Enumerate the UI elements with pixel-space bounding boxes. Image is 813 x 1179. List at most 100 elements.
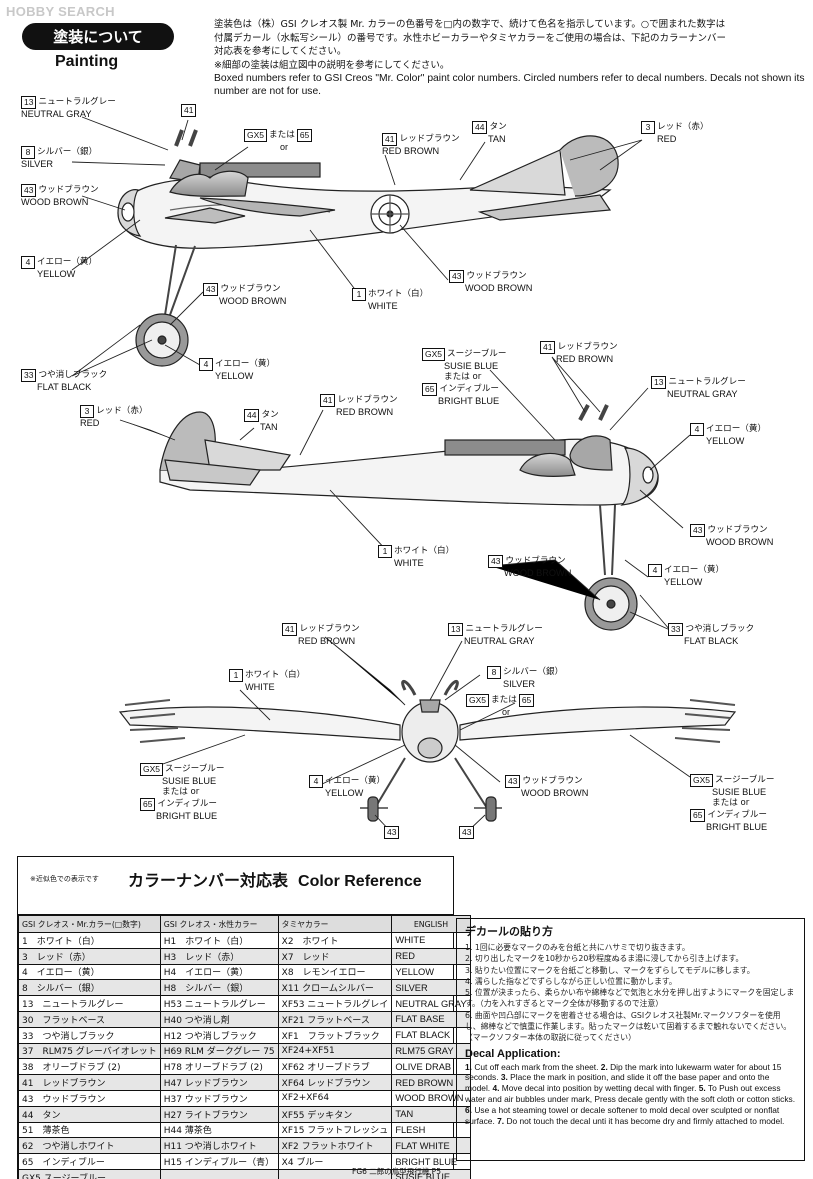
callout-en: WOOD BROWN <box>504 568 572 578</box>
callout-or: または or <box>444 372 482 382</box>
callout-jp: シルバー（銀） <box>503 667 564 677</box>
decal-step-text: To Push out excess water and air bubbles… <box>465 1083 796 1105</box>
callout-jp: つや消しブラック <box>38 370 108 380</box>
leader-lines <box>71 116 691 834</box>
paint-number: 13 <box>21 96 37 109</box>
cell-aqueous: H78 オリーブドラブ (2) <box>159 1058 279 1076</box>
cell-english: SUSIE BLUE <box>391 1168 471 1179</box>
section-title-en: Painting <box>55 53 119 70</box>
table-row: 38 オリーブドラブ (2)H78 オリーブドラブ (2)XF62 オリーブドラ… <box>18 1058 471 1076</box>
callout-jp: ウッドブラウン <box>505 556 566 566</box>
approx-color-note: ※近似色での表示です <box>30 875 99 883</box>
color-table-title-en: Color Reference <box>298 873 422 890</box>
cell-aqueous: H15 インディブルー（青） <box>159 1153 279 1170</box>
callout-43-left-wheel: 43 <box>384 826 400 839</box>
cell-mr-color: 51 薄茶色 <box>18 1121 161 1139</box>
paint-number: 43 <box>449 270 465 283</box>
cell-tamiya: XF2+XF64 <box>277 1089 393 1107</box>
cell-english: RED <box>391 947 471 965</box>
paint-number: 43 <box>505 775 521 788</box>
cell-aqueous: H11 つや消しホワイト <box>159 1137 279 1155</box>
callout-jp: レッド（赤） <box>96 406 148 416</box>
cell-aqueous: H27 ライトブラウン <box>159 1105 279 1123</box>
callout-en: RED BROWN <box>556 354 614 364</box>
painting-intro: 塗装色は（株）GSI クレオス製 Mr. カラーの色番号を□内の数字で、続けて色… <box>214 18 806 98</box>
decal-step-text: Dip the mark into lukewarm water for abo… <box>465 1061 782 1083</box>
paint-number: 1 <box>378 545 392 558</box>
paint-number: 1 <box>229 669 243 682</box>
cell-tamiya: XF15 フラットフレッシュ <box>277 1121 393 1139</box>
paint-number: 41 <box>320 394 336 407</box>
callout-jp: ウッドブラウン <box>220 284 281 294</box>
col-header-english: ENGLISH <box>391 915 471 933</box>
callout-jp: ホワイト（白） <box>368 289 429 299</box>
paint-number: 41 <box>181 104 197 117</box>
callout-en: YELLOW <box>706 436 745 446</box>
callout-jp: ウッドブラウン <box>38 185 99 195</box>
paint-number-alt: 65 <box>422 383 438 396</box>
cell-aqueous: H1 ホワイト（白） <box>159 932 279 949</box>
aircraft-side-view-left <box>117 129 619 367</box>
paint-number: 8 <box>487 666 501 679</box>
cell-aqueous <box>159 1168 279 1179</box>
callout-jp: スージーブルー <box>715 775 775 785</box>
callout-jp: ニュートラルグレー <box>38 97 116 107</box>
callout-jp: ウッドブラウン <box>707 525 768 535</box>
aircraft-diagrams <box>71 116 737 834</box>
callout-en: RED <box>80 418 100 428</box>
paint-number: 43 <box>459 826 475 839</box>
callout-jp: イエロー（黄） <box>215 359 276 369</box>
callout-jp: イエロー（黄） <box>325 776 386 786</box>
callout-en: YELLOW <box>37 269 76 279</box>
cell-tamiya: X8 レモンイエロー <box>277 963 393 981</box>
callout-jp: ニュートラルグレー <box>668 377 746 387</box>
callout-or: or <box>502 707 511 717</box>
callout-jp: レッドブラウン <box>337 395 398 405</box>
callout-en: WOOD BROWN <box>219 296 287 306</box>
cell-mr-color: 41 レッドブラウン <box>18 1074 161 1091</box>
callout-en: RED BROWN <box>336 407 394 417</box>
paint-number: 3 <box>641 121 655 134</box>
cell-mr-color: 37 RLM75 グレーバイオレット <box>18 1042 161 1060</box>
callout-mid: または <box>491 695 517 705</box>
decal-step-jp: 1. 1回に必要なマークのみを台紙と共にハサミで切り抜きます。 <box>465 943 690 952</box>
section-title-jp: 塗装について <box>22 23 174 50</box>
col-header-mr-color: GSI クレオス・Mr.カラー(□数字) <box>18 915 161 933</box>
decal-step-text: Use a hot steaming towel or decale softe… <box>465 1104 780 1126</box>
callout-en: YELLOW <box>325 788 364 798</box>
decal-step-text: Cut off each mark from the sheet. <box>472 1061 601 1072</box>
cell-mr-color: 38 オリーブドラブ (2) <box>18 1058 161 1076</box>
callout-jp: つや消しブラック <box>685 624 755 634</box>
decal-step-jp: 2. 切り出したマークを10秒から20秒程度ぬるま湯に浸してから引き上げます。 <box>465 954 744 964</box>
callout-en: TAN <box>260 422 278 432</box>
callout-jp: イエロー（黄） <box>706 424 767 434</box>
cell-mr-color: 33 つや消しブラック <box>18 1026 161 1044</box>
callout-en: SILVER <box>503 679 535 689</box>
cell-aqueous: H12 つや消しブラック <box>159 1026 279 1044</box>
cell-aqueous: H4 イエロー（黄） <box>159 963 279 981</box>
callout-or: または or <box>712 798 750 808</box>
cell-aqueous: H69 RLM ダークグレー 75 <box>159 1042 279 1060</box>
cell-mr-color: GX5 スージーブルー <box>18 1168 161 1179</box>
callout-jp: スージーブルー <box>165 764 225 774</box>
decal-step-number: 4. <box>492 1083 500 1094</box>
callout-jp: レッドブラウン <box>557 342 618 352</box>
table-row: GX5 スージーブルー SUSIE BLUE <box>18 1168 471 1179</box>
cell-aqueous: H44 薄茶色 <box>159 1121 279 1139</box>
cell-tamiya: X2 ホワイト <box>277 932 393 949</box>
callout-en: SUSIE BLUE <box>162 776 217 786</box>
